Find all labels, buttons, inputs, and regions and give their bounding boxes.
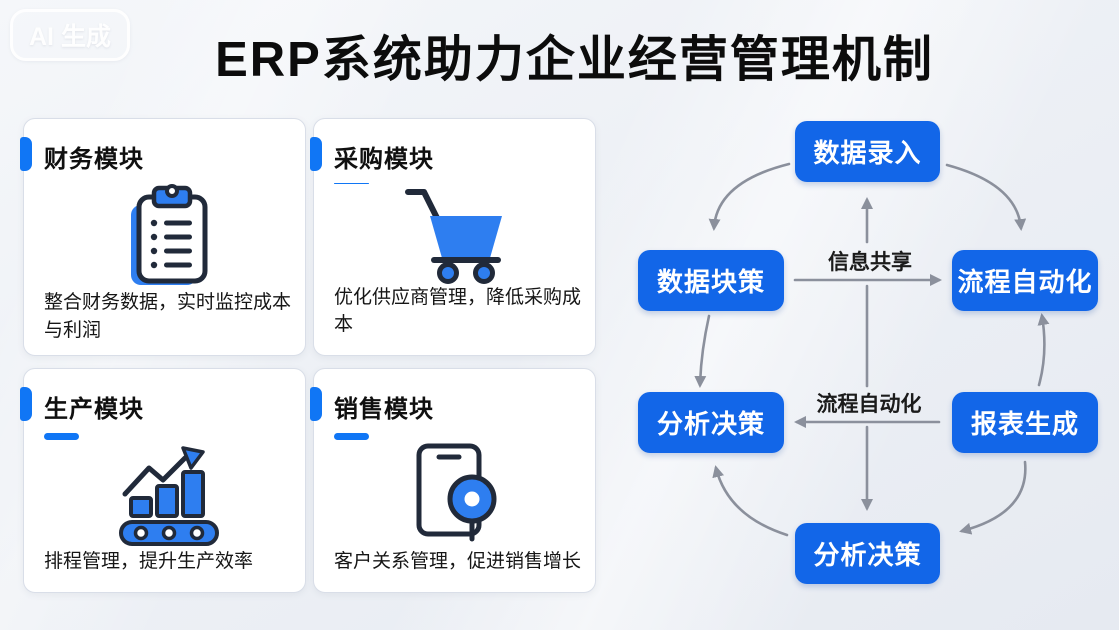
card-description: 排程管理，提升生产效率 [44, 551, 254, 573]
node-report-generation: 报表生成 [952, 392, 1098, 453]
shopping-cart-icon [404, 188, 502, 284]
card-accent-notch [20, 137, 32, 171]
card-title-underline [44, 433, 79, 440]
card-icon-area [334, 440, 583, 548]
card-title: 财务模块 [44, 146, 144, 173]
edge-label-process-automation: 流程自动化 [816, 393, 922, 416]
arrow-bottom-to-analysis [712, 465, 789, 537]
card-title-underline [334, 183, 369, 184]
card-title: 生产模块 [44, 396, 144, 423]
card-title: 采购模块 [334, 146, 434, 173]
arrow-report-to-bottom [959, 460, 1027, 535]
card-description: 整合财务数据，实时监控成本与利润 [44, 292, 292, 341]
card-description: 客户关系管理，促进销售增长 [334, 551, 582, 573]
card-icon-area [44, 183, 293, 289]
arrow-dataentry-to-datadecision [708, 162, 791, 231]
node-analysis-decision: 分析决策 [638, 392, 784, 453]
erp-flow-diagram: 数据录入 数据块策 流程自动化 分析决策 报表生成 分析决策 信息共享 流程自动… [615, 100, 1119, 610]
page-title: ERP系统助力企业经营管理机制 [215, 33, 934, 87]
card-accent-notch [310, 137, 322, 171]
card-production-module: 生产模块 排程管理，提升生产效率 [20, 368, 306, 593]
arrow-dataentry-to-automation [945, 163, 1027, 231]
node-data-decision: 数据块策 [638, 250, 784, 311]
arrow-datadecision-to-analysis [694, 314, 711, 388]
node-process-automation: 流程自动化 [952, 250, 1098, 311]
card-accent-notch [310, 387, 322, 421]
flow-arrows [694, 162, 1050, 537]
growth-chart-conveyor-icon [118, 446, 219, 547]
card-procurement-module: 采购模块 优化供应商管理，降低采购成本 [310, 118, 596, 356]
edge-label-info-sharing: 信息共享 [828, 251, 912, 274]
node-analysis-decision-bottom: 分析决策 [795, 523, 940, 584]
node-data-entry: 数据录入 [795, 121, 940, 182]
arrow-report-to-automation [1037, 313, 1050, 387]
card-sales-module: 销售模块 客户关系管理，促进销售增长 [310, 368, 596, 593]
phone-crm-icon [416, 443, 496, 542]
card-icon-area [44, 440, 293, 548]
card-title: 销售模块 [334, 396, 434, 423]
card-accent-notch [20, 387, 32, 421]
card-title-underline [334, 433, 369, 440]
card-description: 优化供应商管理，降低采购成本 [334, 286, 582, 336]
ai-generated-badge: AI 生成 [10, 9, 130, 61]
clipboard-checklist-icon [130, 184, 207, 285]
card-finance-module: 财务模块 整合财务数据，实时监控成本与利润 [20, 118, 306, 356]
card-icon-area [334, 184, 583, 284]
